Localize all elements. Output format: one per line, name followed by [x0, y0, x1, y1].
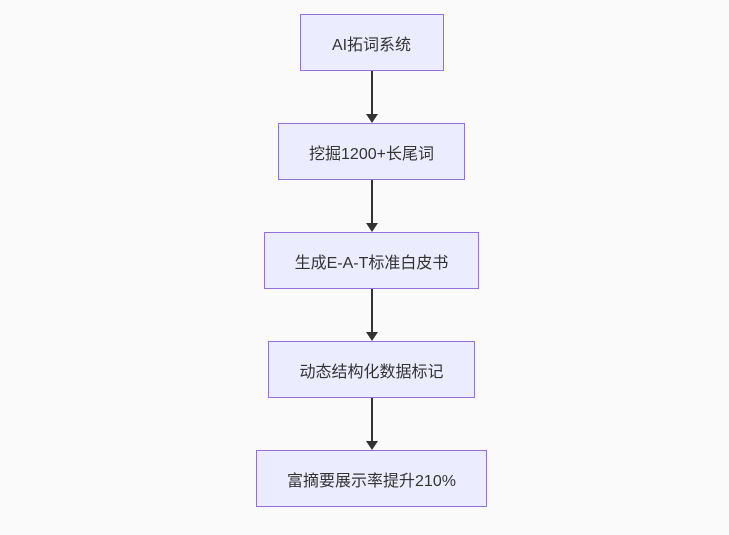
arrow-line	[370, 180, 373, 223]
flow-node-dynamic-structured-data-markup: 动态结构化数据标记	[268, 341, 475, 398]
arrow-line	[370, 289, 373, 332]
flow-node-ai-word-expansion-system: AI拓词系统	[299, 14, 444, 71]
arrow-down-icon	[365, 180, 379, 232]
arrow-head-icon	[365, 223, 378, 232]
flowchart: AI拓词系统 挖掘1200+长尾词 生成E-A-T标准白皮书 动态结构化数据标记…	[7, 0, 729, 507]
flow-node-label: 动态结构化数据标记	[299, 363, 444, 381]
arrow-head-icon	[365, 332, 378, 341]
arrow-down-icon	[365, 71, 379, 123]
flow-node-generate-eat-whitepaper: 生成E-A-T标准白皮书	[263, 232, 480, 289]
flow-node-label: AI拓词系统	[331, 36, 412, 54]
arrow-down-icon	[365, 398, 379, 450]
arrow-line	[370, 398, 373, 441]
flow-node-rich-snippet-rate-increase: 富摘要展示率提升210%	[256, 450, 487, 507]
flow-node-label: 挖掘1200+长尾词	[309, 145, 434, 163]
flow-node-mine-longtail-keywords: 挖掘1200+长尾词	[278, 123, 465, 180]
flow-node-label: 富摘要展示率提升210%	[287, 472, 456, 490]
arrow-head-icon	[365, 114, 378, 123]
arrow-head-icon	[365, 441, 378, 450]
arrow-down-icon	[365, 289, 379, 341]
flow-node-label: 生成E-A-T标准白皮书	[294, 254, 449, 272]
arrow-line	[370, 71, 373, 114]
